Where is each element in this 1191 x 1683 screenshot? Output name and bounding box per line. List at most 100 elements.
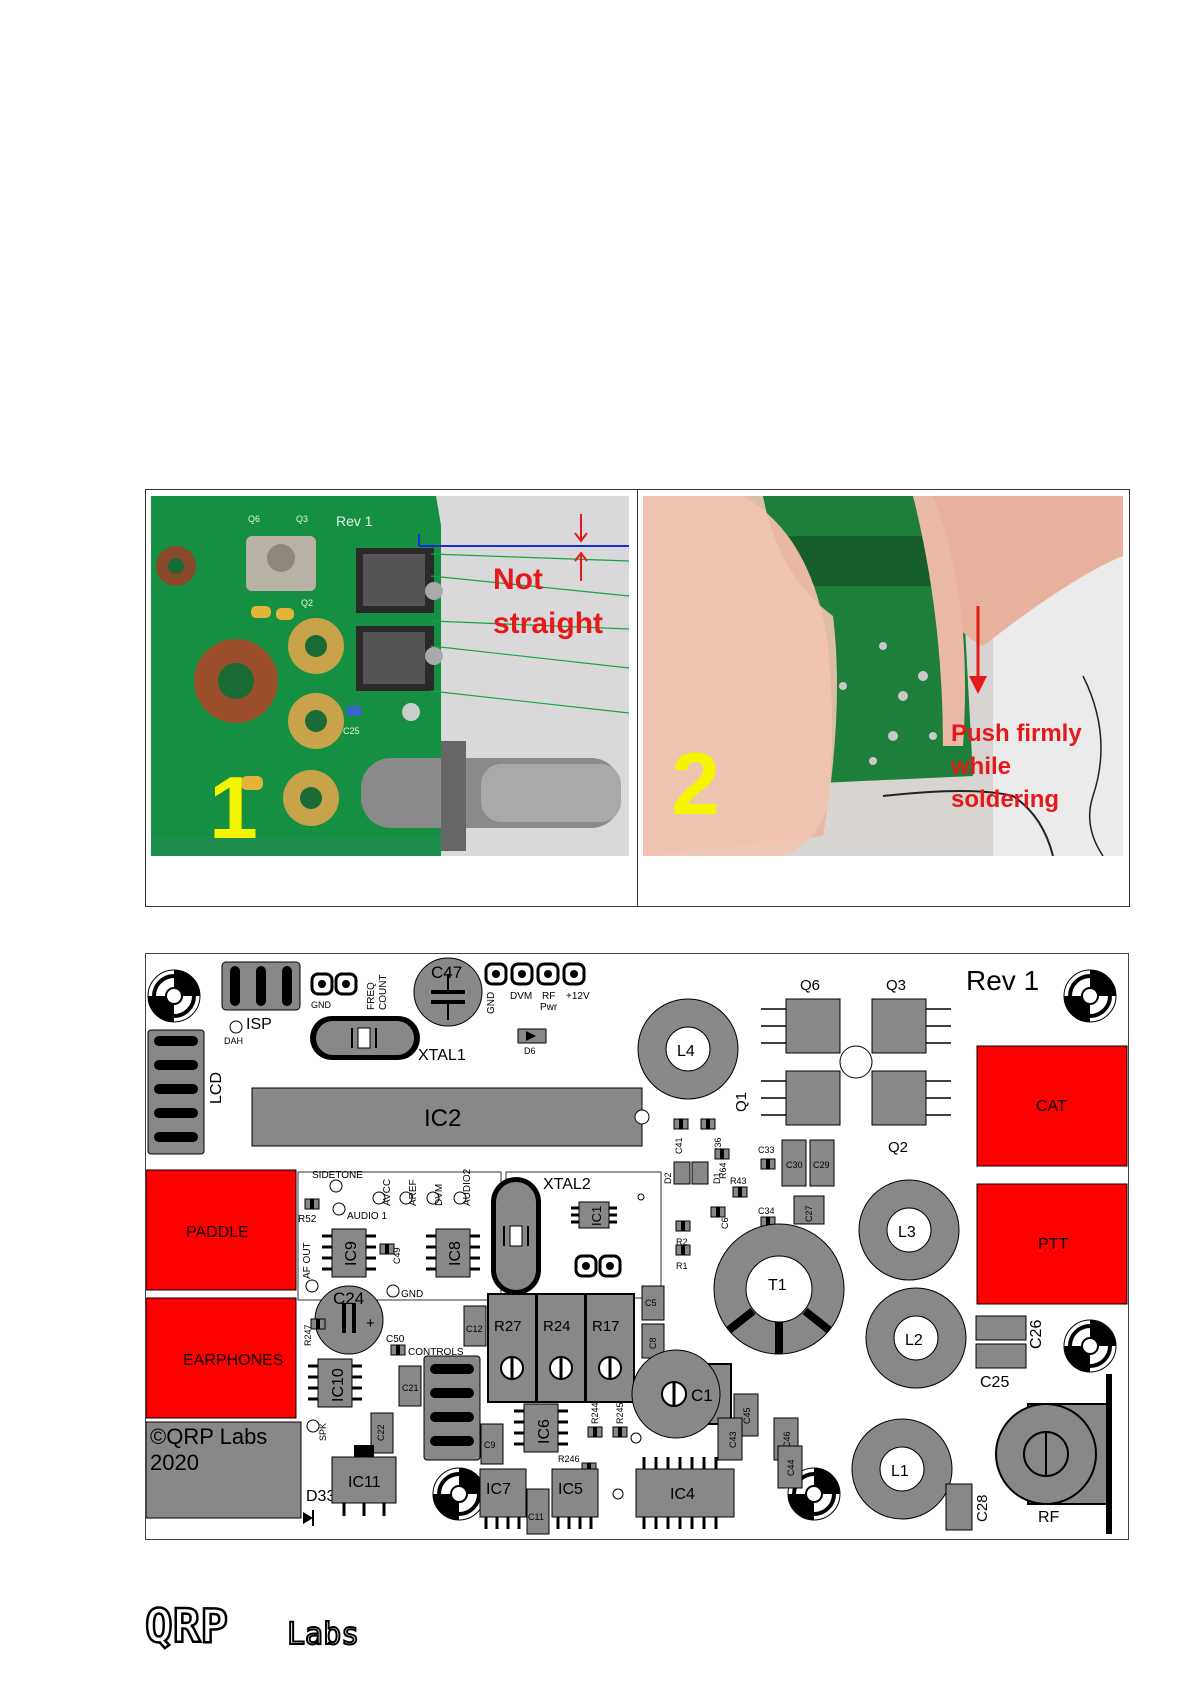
- c29-capacitor: [809, 1139, 835, 1187]
- ic5-chip: [551, 1468, 599, 1529]
- ic6-label: IC6: [536, 1419, 553, 1444]
- ic10-label: IC10: [330, 1368, 347, 1402]
- r1-label: R1: [676, 1261, 688, 1271]
- c27-capacitor: [793, 1195, 825, 1225]
- photo1-callout-line2: straight: [493, 607, 603, 640]
- c22-capacitor: [370, 1412, 394, 1454]
- lcd-header: [147, 1029, 205, 1155]
- mounting-hole: [1062, 968, 1118, 1024]
- c8-label: C8: [648, 1337, 658, 1349]
- c41-label: C41: [674, 1137, 684, 1154]
- l3-label: L3: [898, 1224, 916, 1241]
- photo-cell-1: Rev 1 Q6 Q3 Q2 C25 Not straight 1: [146, 490, 638, 906]
- avcc-label: AVCC: [382, 1179, 393, 1206]
- controls-header: [423, 1355, 481, 1461]
- ic2-label: IC2: [424, 1105, 461, 1132]
- c11-capacitor: [526, 1488, 550, 1535]
- ic6-chip: [514, 1403, 568, 1453]
- gnd-label-freq: GND: [311, 1000, 332, 1010]
- c44-capacitor: [777, 1445, 803, 1489]
- rf-bnc-connector: [995, 1374, 1112, 1534]
- ic7-label: IC7: [486, 1481, 511, 1498]
- isp-label: ISP: [246, 1016, 272, 1033]
- controls-label: CONTROLS: [408, 1347, 464, 1358]
- header-dvm-label: DVM: [510, 991, 532, 1002]
- photo1-rev-label: Rev 1: [336, 513, 373, 529]
- c1-trimmer-capacitor: [631, 1349, 732, 1439]
- mounting-hole: [431, 1466, 487, 1522]
- xtal1-label: XTAL1: [418, 1047, 466, 1064]
- xtal1-crystal: [310, 1016, 420, 1060]
- ic11-regulator: [331, 1445, 397, 1516]
- photo2-callout-line1: Push firmly: [951, 720, 1082, 747]
- d1-diode: [691, 1161, 709, 1185]
- trimmer-resistors: [487, 1293, 635, 1403]
- d1-label: D1: [712, 1172, 722, 1184]
- l1-label: L1: [891, 1463, 909, 1480]
- ic5-label: IC5: [558, 1481, 583, 1498]
- c27-label: C27: [804, 1205, 814, 1222]
- earphones-label: EARPHONES: [183, 1352, 283, 1369]
- c46-label: C46: [782, 1431, 792, 1448]
- c25-capacitor: [975, 1343, 1027, 1369]
- photo1-callout-line1: Not: [493, 563, 543, 596]
- ptt-label: PTT: [1038, 1236, 1068, 1253]
- ic4-label: IC4: [670, 1486, 695, 1503]
- logo-labs-text: Labs: [287, 1617, 359, 1652]
- r245-label: R245: [615, 1402, 625, 1424]
- c5-capacitor: [641, 1285, 665, 1321]
- photo1-q2-label: Q2: [301, 598, 313, 608]
- logo-qrp-text: QRP: [145, 1602, 228, 1652]
- photo-table: Rev 1 Q6 Q3 Q2 C25 Not straight 1: [145, 489, 1130, 907]
- aref-label: AREF: [408, 1179, 419, 1206]
- q1-label: Q1: [733, 1092, 750, 1112]
- c9-label: C9: [484, 1440, 496, 1450]
- c6-label: C6: [720, 1217, 730, 1229]
- copyright-line1: ©QRP Labs: [150, 1424, 267, 1449]
- r24-label: R24: [543, 1318, 571, 1335]
- c28-capacitor: [945, 1483, 973, 1531]
- lcd-label: LCD: [208, 1072, 225, 1104]
- t1-transformer: [713, 1223, 845, 1355]
- c47-capacitor: [413, 957, 483, 1027]
- d2-diode: [673, 1161, 691, 1185]
- mounting-hole: [1062, 1318, 1118, 1374]
- gnd-audio-label: GND: [401, 1289, 423, 1300]
- r64-label: R64: [718, 1162, 728, 1179]
- ic1-chip: [571, 1201, 617, 1229]
- sidetone-label: SIDETONE: [312, 1170, 363, 1181]
- d2-label: D2: [663, 1172, 673, 1184]
- c30-capacitor: [781, 1139, 807, 1187]
- xtal2-crystal: [491, 1177, 541, 1295]
- ic7-chip: [479, 1468, 527, 1529]
- photo1-step-number: 1: [209, 758, 258, 856]
- pcb-layout-diagram: Rev 1 ISP DAH LCD GND FREQ COUNT C47 GND…: [145, 953, 1129, 1540]
- photo-1-jack-alignment: Rev 1 Q6 Q3 Q2 C25 Not straight 1: [151, 496, 629, 856]
- dvm-label: DVM: [434, 1184, 445, 1206]
- l4-label: L4: [677, 1043, 695, 1060]
- copyright-block: [146, 1421, 302, 1519]
- c43-label: C43: [728, 1431, 738, 1448]
- r43-label: R43: [730, 1176, 747, 1186]
- ic10-chip: [308, 1358, 362, 1408]
- photo-2-soldering-jack: Push firmly while soldering 2: [643, 496, 1123, 856]
- photo2-callout-line2: while: [950, 753, 1011, 780]
- c45-label: C45: [742, 1407, 752, 1424]
- t1-label: T1: [768, 1277, 787, 1294]
- ic1-label: IC1: [589, 1206, 604, 1226]
- c49-label: C49: [392, 1247, 402, 1264]
- photo2-callout-line3: soldering: [951, 786, 1059, 813]
- r52-label: R52: [298, 1214, 317, 1225]
- c12-capacitor: [463, 1305, 487, 1347]
- c44-label: C44: [786, 1459, 796, 1476]
- q3-label: Q3: [886, 977, 906, 994]
- ic8-label: IC8: [447, 1241, 464, 1266]
- c21-label: C21: [402, 1383, 419, 1393]
- svg-text:+: +: [366, 1315, 375, 1332]
- q2-label: Q2: [888, 1139, 908, 1156]
- d33-label: D33: [306, 1488, 335, 1505]
- dah-label: DAH: [224, 1036, 243, 1046]
- header-pwr-label: Pwr: [540, 1002, 558, 1013]
- c50-label: C50: [386, 1334, 405, 1345]
- paddle-jack-pad: [146, 1169, 297, 1291]
